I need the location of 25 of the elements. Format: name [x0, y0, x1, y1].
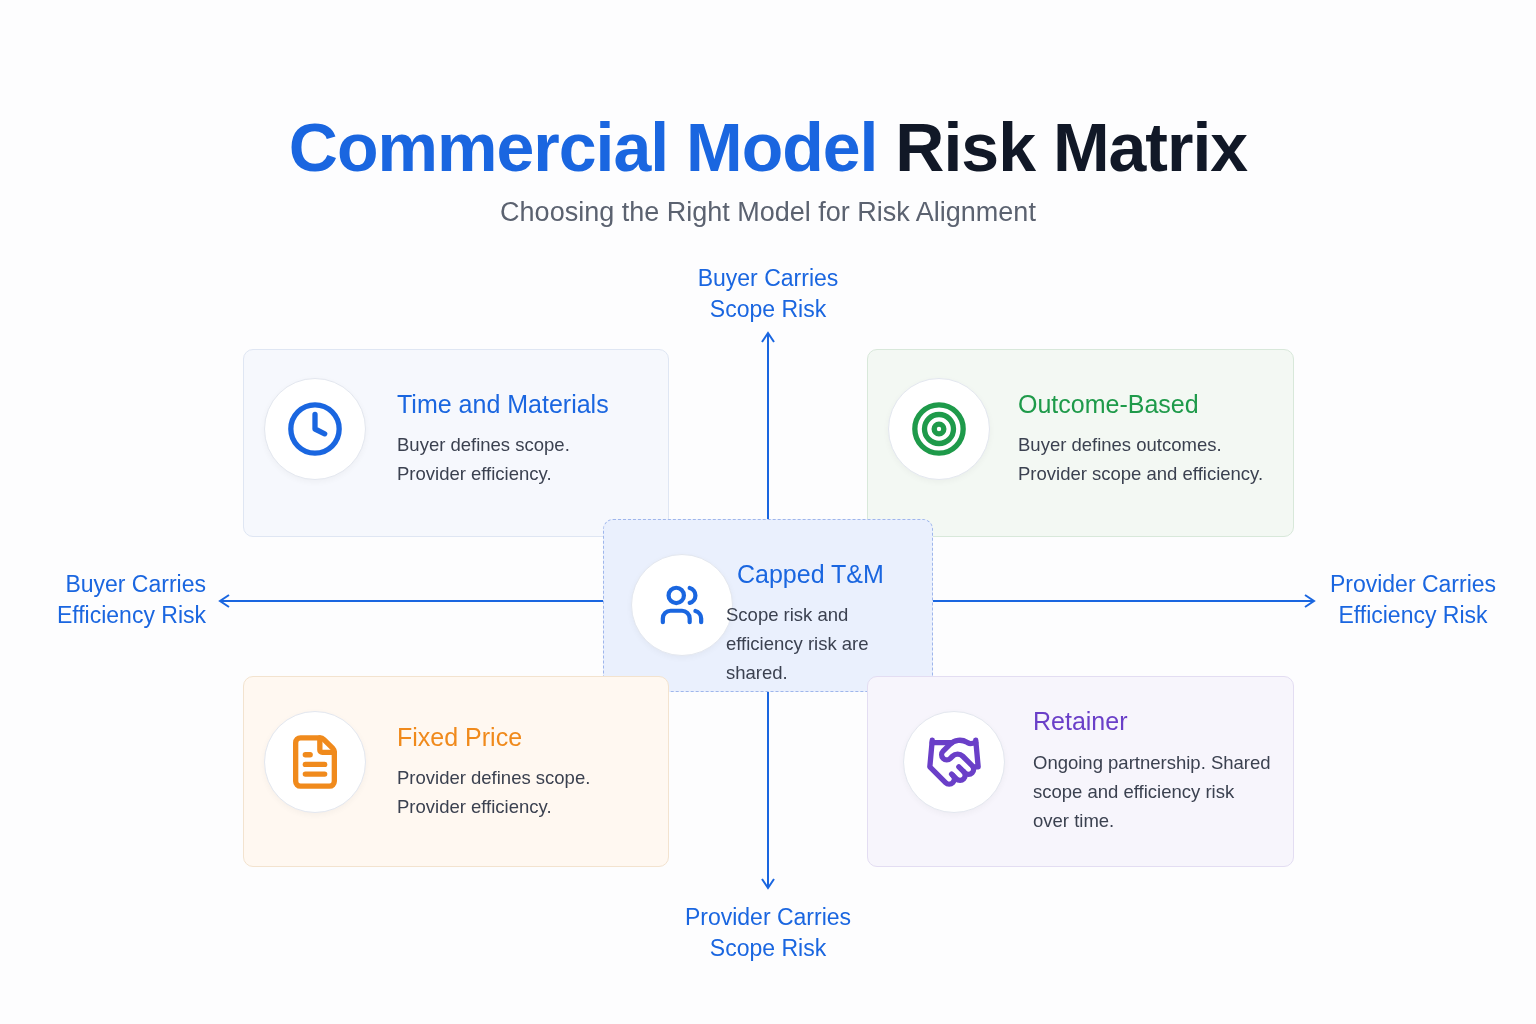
card-title: Retainer [1033, 707, 1128, 736]
axis-label: Provider Carries Efficiency Risk [1318, 569, 1508, 631]
model-card [243, 676, 669, 867]
axis-arrow [761, 332, 775, 520]
subtitle: Choosing the Right Model for Risk Alignment [499, 197, 1037, 228]
axis-arrow [932, 594, 1315, 608]
card-description: Ongoing partnership. Shared scope and efficiency risk over time. [1033, 751, 1272, 833]
axis-arrow [761, 691, 775, 889]
card-title: Time and Materials [397, 390, 609, 419]
axis-label: Buyer Carries Efficiency Risk [30, 569, 206, 631]
card-description: Scope risk and efficiency risk are shared. [726, 603, 870, 685]
card-description: Buyer defines outcomes. Provider scope and efficiency. [1018, 433, 1265, 486]
axis-label: Provider Carries Scope Risk [675, 902, 861, 964]
model-card [243, 349, 669, 537]
card-title: Capped T&M [737, 560, 884, 589]
card-title: Outcome-Based [1018, 390, 1199, 419]
axis-arrow [219, 594, 604, 608]
model-card [867, 349, 1294, 537]
model-card [867, 676, 1294, 867]
card-title: Fixed Price [397, 723, 523, 752]
title: Commercial Model Risk Matrix [287, 108, 1249, 186]
card-description: Buyer defines scope. Provider efficiency. [397, 433, 571, 486]
card-description: Provider defines scope. Provider efficiency. [397, 766, 592, 819]
axis-label: Buyer Carries Scope Risk [680, 263, 856, 325]
model-card [603, 519, 933, 692]
